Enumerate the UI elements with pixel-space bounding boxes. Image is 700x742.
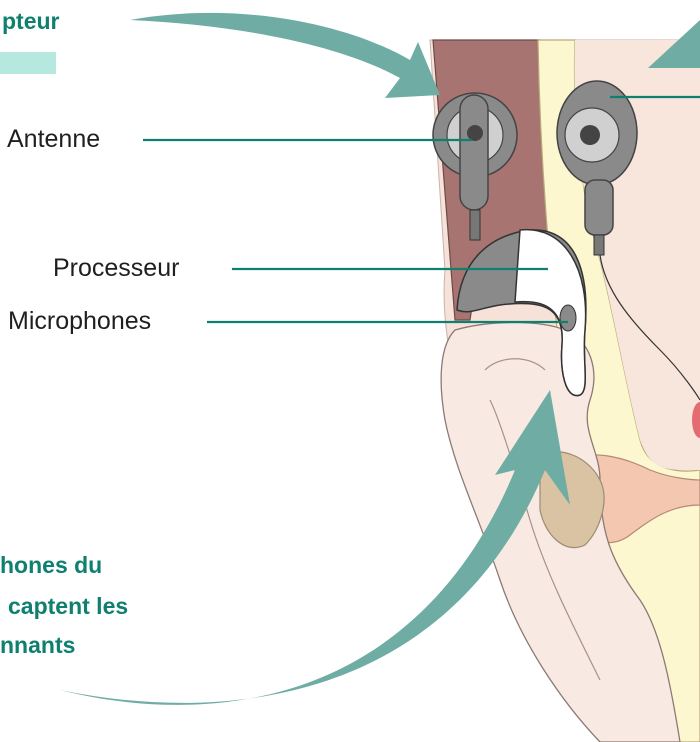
- highlight-bar: [0, 52, 56, 74]
- bottom-caption-line-1: hones du: [0, 550, 102, 580]
- top-left-caption: pteur: [2, 6, 60, 36]
- bottom-caption-line-3: nnants: [0, 630, 75, 660]
- bottom-caption-line-2: captent les: [8, 591, 128, 621]
- microphones-label: Microphones: [8, 309, 151, 334]
- top-curved-arrow: [130, 13, 440, 98]
- antenna-label: Antenne: [7, 127, 100, 152]
- processor-label: Processeur: [53, 256, 179, 281]
